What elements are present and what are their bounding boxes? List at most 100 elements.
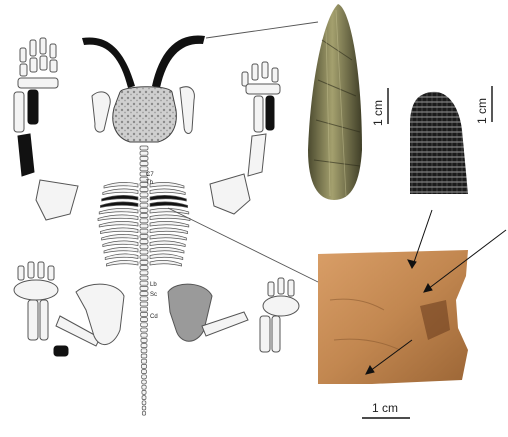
vertebra [140,297,148,301]
vertebra [140,151,148,155]
right-rib [150,234,186,240]
label-lb: Lb [150,282,157,288]
scale-label-horn-print: 1 cm [475,98,489,124]
vertebra [142,385,146,389]
left-rib [103,241,138,247]
right-humerus [248,134,266,176]
vertebra [142,406,146,410]
vertebra [140,292,148,296]
vertebra [141,364,146,368]
vertebra [140,198,148,202]
right-femur [202,312,248,336]
scale-label-horn-core: 1 cm [371,100,385,126]
right-pes [263,278,299,316]
left-horn [82,37,135,88]
right-mandible [180,87,194,134]
vertebra [141,333,147,337]
left-forelimb [14,38,78,220]
left-manus [18,38,58,88]
vertebra [141,359,146,363]
right-rib [150,260,182,266]
vertebra [141,318,148,322]
right-horn [152,35,205,88]
vertebra [141,338,147,342]
vertebra [140,224,148,228]
left-rib [102,195,138,201]
vertebra [140,146,148,150]
connector-thorax [168,208,318,282]
vertebra [140,229,148,233]
left-humerus [18,134,34,176]
vertebra [140,250,148,254]
left-rib [99,221,138,227]
vertebra [140,312,147,316]
right-rib [150,254,183,260]
right-rib [150,182,184,188]
left-rib [100,202,138,208]
right-scapula [210,174,250,214]
left-rib [99,208,138,214]
vertebra [140,240,148,244]
vertebra [140,208,148,212]
vertebra [140,271,148,275]
left-mandible [92,92,110,132]
vertebral-column [140,146,148,415]
left-rib [100,228,138,234]
right-manus [242,62,280,94]
vertebra [142,411,145,415]
vertebra [141,349,147,353]
left-hindlimb [14,262,124,356]
vertebra [141,344,147,348]
left-rib [98,215,138,221]
vertebra [141,354,147,358]
vertebra [140,302,148,306]
horn-sheaths [82,35,205,88]
horn-core-photo [308,4,362,200]
vertebra [142,380,147,384]
right-rib [150,208,189,214]
vertebra [140,307,147,311]
vertebra [140,255,148,259]
label-th: Th [146,180,153,186]
left-rib [102,234,138,240]
vertebra [141,323,148,327]
left-rib [104,247,138,253]
scale-label-fragment: 1 cm [372,401,398,415]
left-pes [14,262,58,300]
right-rib [150,189,185,195]
vertebra [140,203,148,207]
vertebra [140,193,148,197]
vertebra [142,396,146,400]
right-rib [150,228,188,234]
vertebra [140,162,148,166]
skeleton-drawing: C7 Th Lb Sc Cd [14,35,299,415]
left-rib [105,254,138,260]
right-rib [150,202,188,208]
left-rib [104,182,138,188]
label-c7: C7 [146,172,154,178]
vertebra [140,234,148,238]
horn-print-photo [410,92,468,194]
vertebra [140,167,148,171]
vertebra [141,328,148,332]
vertebra [140,188,148,192]
left-scapula [36,180,78,220]
vertebra [140,245,148,249]
vertebra [142,390,146,394]
label-cd: Cd [150,314,158,320]
vertebra [140,260,148,264]
right-radius [266,96,274,130]
vertebra [140,219,148,223]
right-hindlimb [168,278,299,352]
connector-lines [168,22,318,282]
label-sc: Sc [150,292,157,298]
left-rib [106,260,138,266]
vertebra [140,156,148,160]
right-rib [150,221,189,227]
right-rib [150,247,184,253]
vertebra [142,375,147,379]
right-rib [150,195,186,201]
skull [113,87,177,142]
vertebra [142,370,147,374]
